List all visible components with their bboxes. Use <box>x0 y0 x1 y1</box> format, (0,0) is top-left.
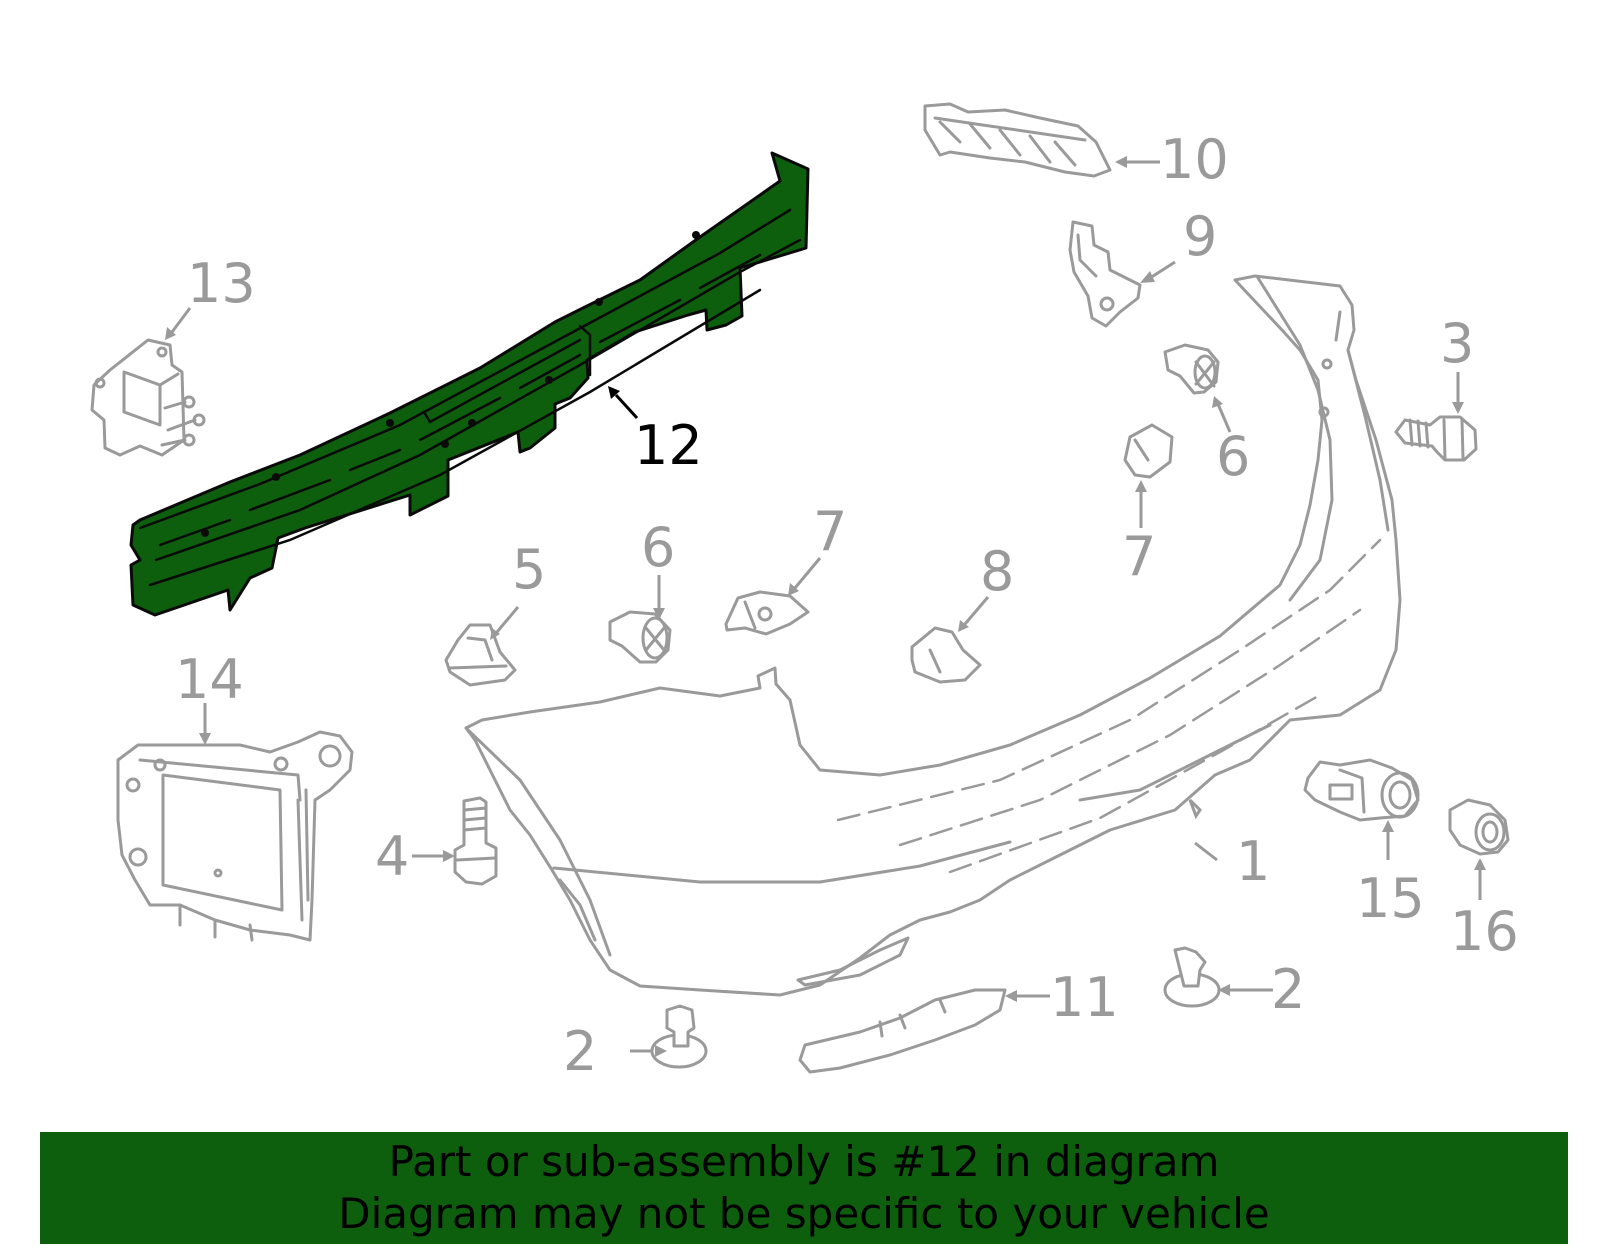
callout-2-right: 2 <box>1271 958 1305 1021</box>
footer-banner: Part or sub-assembly is #12 in diagram D… <box>40 1132 1568 1244</box>
leader-lines <box>165 156 1486 1057</box>
callout-6-right: 6 <box>1216 425 1250 488</box>
callout-7-lower: 7 <box>813 500 847 563</box>
callout-5: 5 <box>512 538 546 601</box>
part-9-bracket[interactable] <box>1068 220 1142 328</box>
callout-1: 1 <box>1236 830 1270 893</box>
part-14-side-bracket[interactable] <box>116 730 354 942</box>
part-12-reinforcement-beam[interactable] <box>129 151 810 617</box>
part-16-grommet[interactable] <box>1448 798 1510 856</box>
callout-2-lower: 2 <box>563 1020 597 1083</box>
callout-10: 10 <box>1160 128 1229 191</box>
part-7-nut-clip[interactable] <box>724 590 810 636</box>
callout-7-right: 7 <box>1122 525 1156 588</box>
callout-15: 15 <box>1356 867 1425 930</box>
part-5-clip[interactable] <box>444 623 517 687</box>
part-6-clip-upper[interactable] <box>1163 343 1220 395</box>
part-4-bolt[interactable] <box>453 796 498 886</box>
callout-8: 8 <box>980 540 1014 603</box>
callout-4: 4 <box>375 825 409 888</box>
part-1-bumper-cover[interactable] <box>464 274 1402 997</box>
part-7-plug-right[interactable] <box>1123 423 1174 479</box>
part-2-pin-lower[interactable] <box>650 1004 708 1069</box>
footer-line-disclaimer: Diagram may not be specific to your vehi… <box>338 1189 1270 1238</box>
part-11-trim-strip[interactable] <box>798 988 1007 1074</box>
beam-body <box>129 151 810 617</box>
callout-13: 13 <box>187 252 256 315</box>
callout-14: 14 <box>175 648 244 711</box>
callout-6-lower: 6 <box>641 516 675 579</box>
callout-11: 11 <box>1050 966 1119 1029</box>
callout-labels: 1 2 2 3 4 5 6 6 7 7 8 9 10 11 12 13 14 1… <box>175 128 1519 1083</box>
callout-9: 9 <box>1183 205 1217 268</box>
callout-12: 12 <box>634 414 703 477</box>
callout-3: 3 <box>1440 312 1474 375</box>
part-2-pin-right[interactable] <box>1163 946 1221 1008</box>
part-15-sensor[interactable] <box>1303 758 1420 822</box>
footer-line-part-number: Part or sub-assembly is #12 in diagram <box>388 1137 1220 1186</box>
callout-16: 16 <box>1450 900 1519 963</box>
part-10-upper-bracket[interactable] <box>923 102 1112 178</box>
part-8-clip[interactable] <box>910 626 982 684</box>
part-6-clip-lower[interactable] <box>608 610 672 664</box>
part-13-mounting-bracket[interactable] <box>90 338 206 457</box>
part-3-bolt[interactable] <box>1394 415 1478 462</box>
